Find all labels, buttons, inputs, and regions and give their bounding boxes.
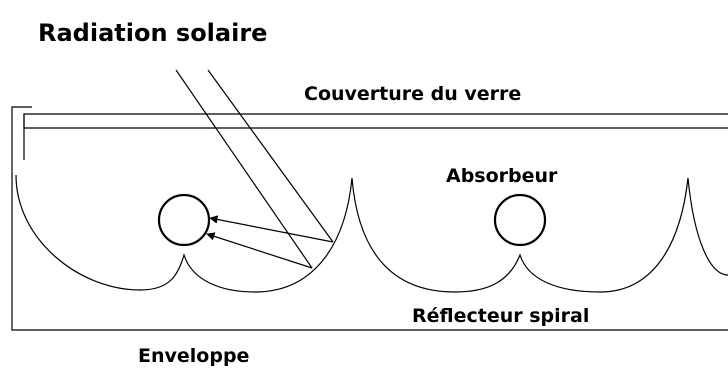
solar-ray-1 [175,69,313,269]
radiation-title: Radiation solaire [38,19,267,47]
envelope-label: Enveloppe [138,345,249,367]
solar-ray-2 [207,69,334,243]
absorber-tube-2 [493,193,547,247]
cover-label: Couverture du verre [304,83,521,105]
reflector-label: Réflecteur spiral [412,305,589,327]
absorber-label: Absorbeur [446,165,558,187]
absorber-tube-1 [157,193,211,247]
spiral-reflector [15,174,728,293]
envelope-outline [11,106,728,331]
reflected-ray-1 [209,215,334,243]
glass-cover [23,113,728,129]
reflected-ray-2 [206,232,313,269]
